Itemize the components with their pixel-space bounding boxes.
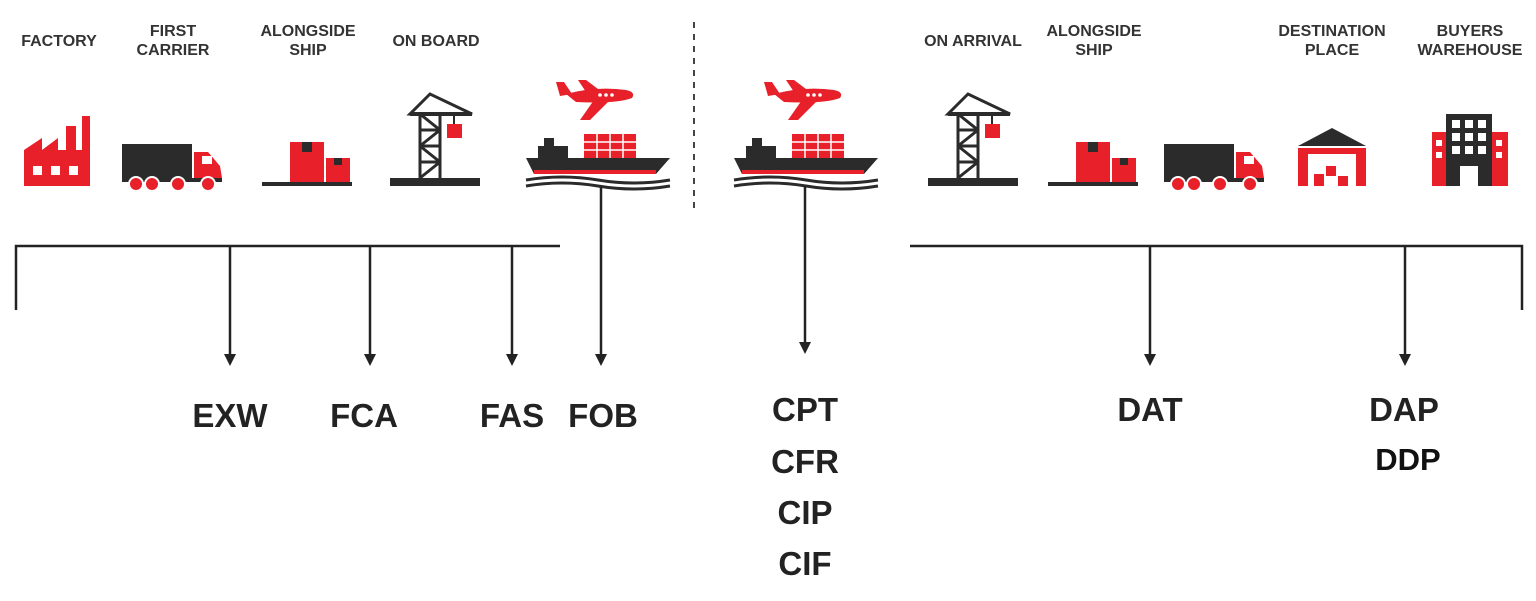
- truck-icon: [121, 143, 223, 192]
- header-first-carrier: FIRST CARRIER: [136, 23, 210, 59]
- plane-icon: [764, 80, 842, 120]
- boxes-on-ground-icon: [1048, 142, 1138, 186]
- crane-icon: [926, 92, 1020, 188]
- header-alongside-ship: ALONGSIDE SHIP: [260, 23, 356, 59]
- term-fca: FCA: [330, 397, 398, 434]
- header-buyers-warehouse: BUYERS WAREHOUSE: [1417, 23, 1523, 59]
- boxes-on-ground-icon: [262, 142, 352, 186]
- ship-icon: [524, 132, 672, 191]
- term-fas: FAS: [479, 397, 545, 434]
- ship-icon: [732, 132, 880, 191]
- term-cpt: CPT: [772, 391, 838, 428]
- header-on-arrival: ON ARRIVAL: [924, 33, 1022, 50]
- term-fob: FOB: [568, 397, 638, 434]
- term-cfr: CFR: [771, 443, 839, 480]
- plane-icon: [556, 80, 634, 120]
- header-factory: FACTORY: [21, 33, 97, 50]
- warehouse-icon: [1298, 128, 1366, 186]
- header-on-board: ON BOARD: [392, 33, 480, 50]
- term-cip: CIP: [777, 494, 833, 531]
- building-icon: [1432, 114, 1508, 186]
- term-ddp: DDP: [1375, 442, 1441, 477]
- term-dap: DAP: [1369, 391, 1439, 428]
- term-cif: CIF: [778, 545, 832, 582]
- factory-icon: [24, 116, 90, 186]
- header-destination-place: DESTINATION PLACE: [1278, 23, 1386, 59]
- crane-icon: [388, 92, 482, 188]
- truck-icon: [1163, 143, 1265, 192]
- seller-bracket: [14, 244, 560, 366]
- header-alongside-ship-dest: ALONGSIDE SHIP: [1046, 23, 1142, 59]
- term-exw: EXW: [192, 397, 268, 434]
- buyer-bracket: [910, 244, 1524, 366]
- term-dat: DAT: [1117, 391, 1183, 428]
